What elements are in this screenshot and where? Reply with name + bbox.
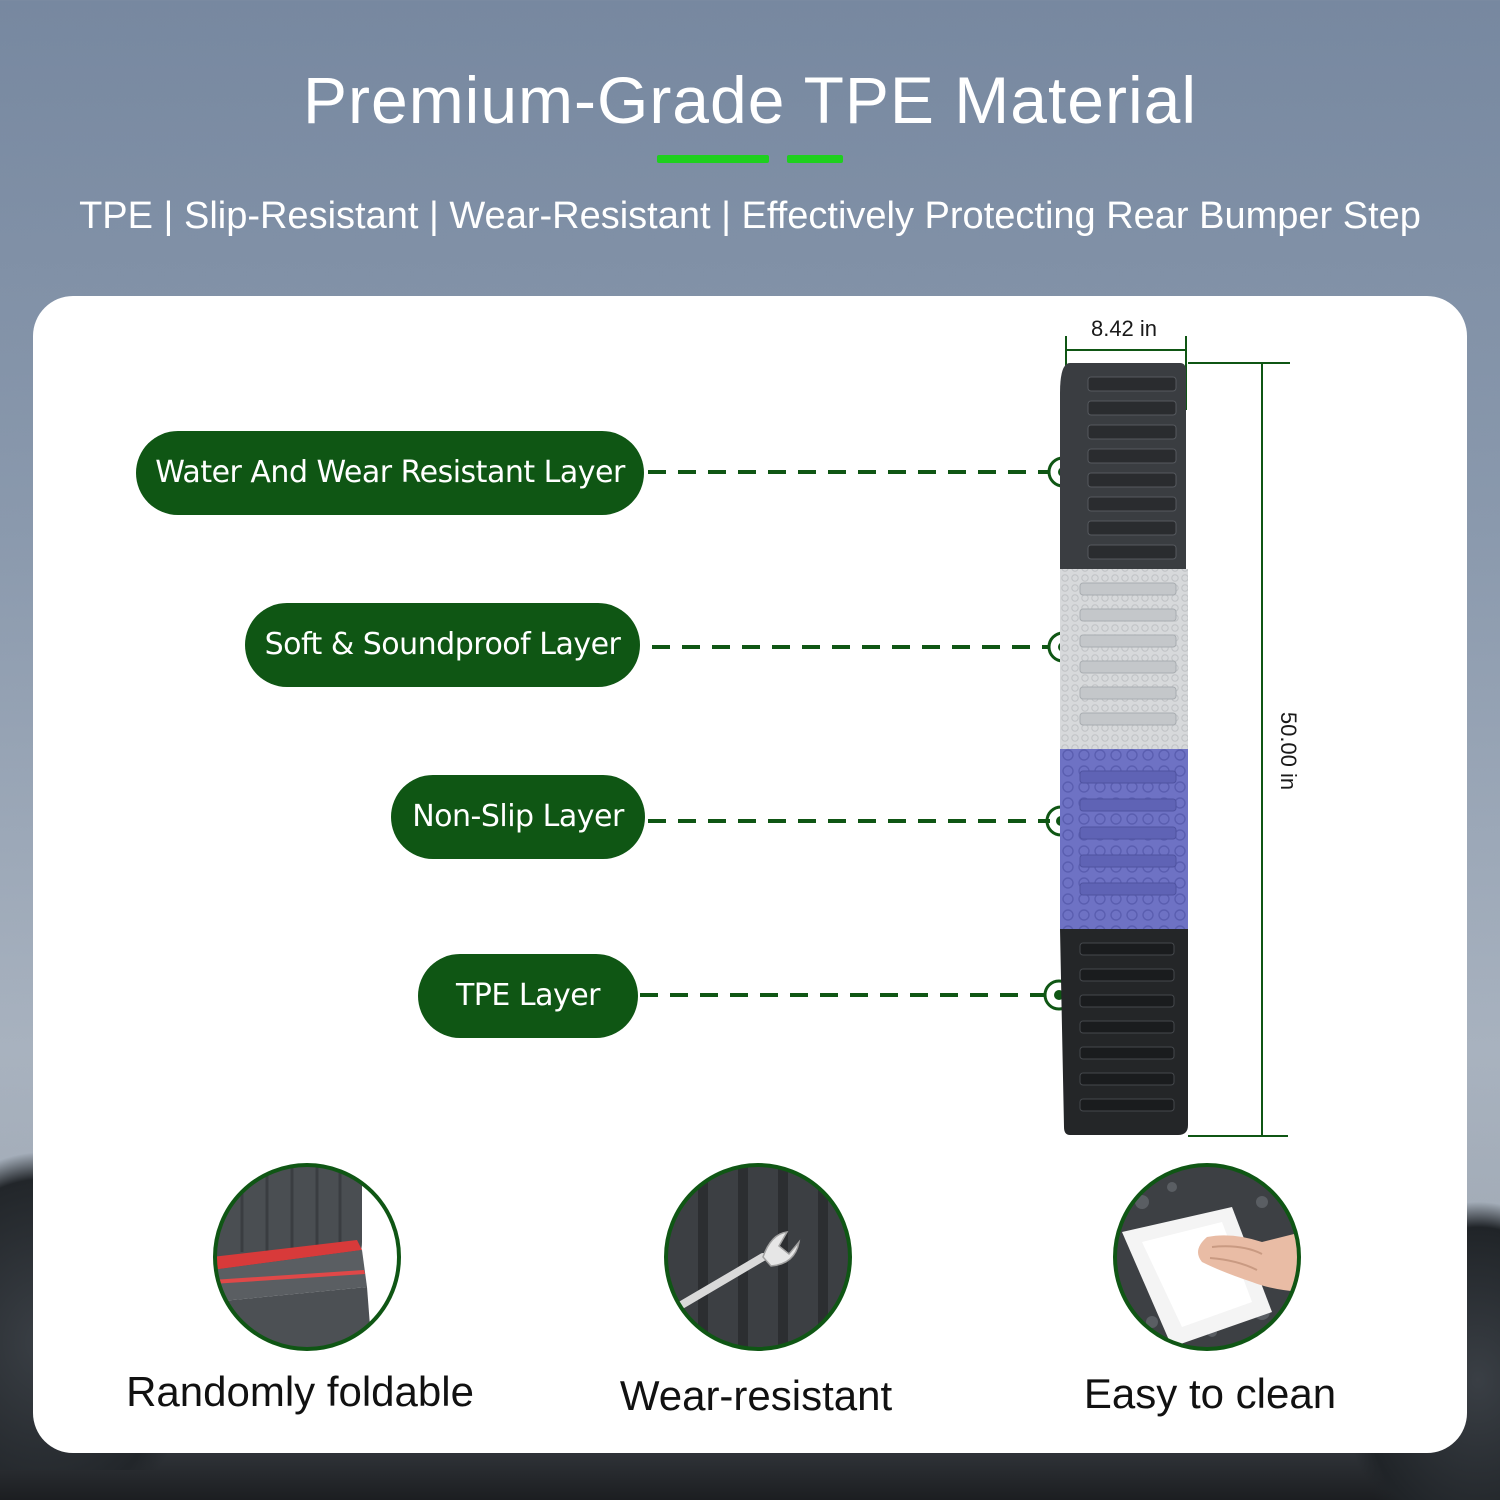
feature-label-foldable: Randomly foldable	[126, 1368, 474, 1415]
layer-pill-tpe: TPE Layer	[418, 954, 638, 1038]
title-accent-bar-short	[787, 155, 843, 163]
folded-mat-icon	[213, 1163, 401, 1351]
title-accent-bar-long	[657, 155, 769, 163]
scratch-tool-icon	[664, 1163, 852, 1351]
page-subtitle: TPE | Slip-Resistant | Wear-Resistant | …	[79, 195, 1421, 237]
layer-pill-water-wear: Water And Wear Resistant Layer	[136, 431, 644, 515]
layer-pill-soft-soundproof: Soft & Soundproof Layer	[245, 603, 640, 687]
length-dimension-line	[1188, 362, 1290, 1137]
page-title: Premium-Grade TPE Material	[302, 63, 1198, 137]
layer-pill-non-slip: Non-Slip Layer	[391, 775, 645, 859]
feature-label-easy-clean: Easy to clean	[1083, 1370, 1337, 1417]
length-dimension-label: 50.00 in	[1276, 711, 1301, 791]
width-dimension-label: 8.42 in	[1090, 316, 1158, 341]
step-section-top	[1060, 363, 1186, 569]
feature-label-wear-resistant: Wear-resistant	[619, 1372, 893, 1419]
bumper-step-illustration	[1060, 363, 1188, 1135]
wipe-clean-icon	[1113, 1163, 1301, 1351]
